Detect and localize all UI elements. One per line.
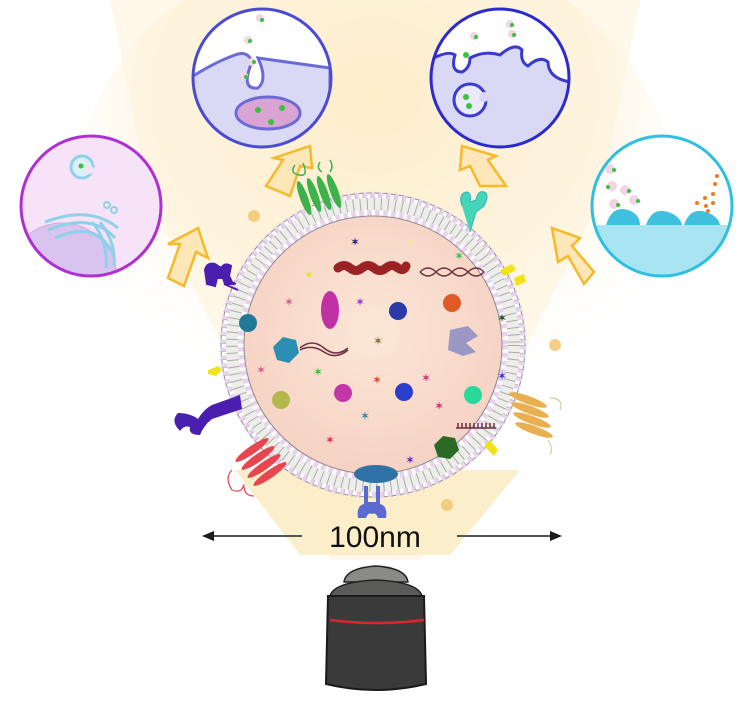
dna-helix bbox=[419, 267, 485, 277]
rna-strand bbox=[299, 342, 349, 357]
svg-text:✶: ✶ bbox=[325, 433, 335, 447]
arrow-up-right bbox=[458, 144, 509, 188]
svg-text:✶: ✶ bbox=[304, 268, 314, 282]
svg-text:✶: ✶ bbox=[360, 409, 370, 423]
rna-comb bbox=[456, 423, 496, 429]
green-7tm-receptor bbox=[292, 159, 342, 215]
yellow-protein-right-2 bbox=[514, 274, 526, 286]
arrow-upright-1 bbox=[550, 226, 596, 287]
svg-text:✶: ✶ bbox=[434, 399, 444, 413]
svg-text:✶: ✶ bbox=[350, 235, 360, 249]
protein-chain bbox=[333, 261, 411, 275]
svg-text:✶: ✶ bbox=[421, 371, 431, 385]
svg-text:✶: ✶ bbox=[313, 365, 323, 379]
svg-text:✶: ✶ bbox=[454, 249, 464, 263]
yellow-protein-lower-right bbox=[484, 440, 498, 456]
yellow-protein-right-1 bbox=[500, 264, 516, 276]
peripheral-protein-bottom bbox=[441, 499, 453, 511]
purple-y-receptor-left bbox=[174, 395, 242, 435]
orange-7tm-receptor bbox=[509, 392, 562, 455]
purple-receptor-top bbox=[203, 262, 239, 291]
inset-endocytosis bbox=[191, 7, 333, 149]
arrow-upleft-1 bbox=[166, 226, 211, 288]
svg-text:✶: ✶ bbox=[355, 295, 365, 309]
exosome-dots bbox=[605, 164, 640, 209]
uptake-arrows bbox=[166, 144, 596, 288]
scale-bar bbox=[202, 531, 562, 541]
red-7tm-receptor bbox=[227, 438, 287, 497]
svg-text:✶: ✶ bbox=[497, 311, 507, 325]
membrane-proteins bbox=[174, 159, 562, 518]
svg-text:✶: ✶ bbox=[372, 373, 382, 387]
svg-text:✶: ✶ bbox=[284, 295, 294, 309]
pacman-hexagon bbox=[448, 326, 478, 356]
peripheral-protein-right bbox=[549, 339, 561, 351]
yellow-protein-left bbox=[208, 366, 222, 376]
svg-text:✶: ✶ bbox=[405, 453, 415, 467]
exosome-dots bbox=[240, 14, 285, 125]
microscope-objective-icon bbox=[324, 565, 428, 691]
svg-text:✶: ✶ bbox=[405, 235, 415, 249]
svg-text:✶: ✶ bbox=[256, 363, 266, 377]
scale-bar-label: 100nm bbox=[329, 521, 421, 554]
exosome-dots bbox=[463, 20, 516, 109]
arrow-up-left bbox=[264, 144, 314, 198]
peripheral-protein-top bbox=[248, 210, 260, 222]
hexagon-blue bbox=[273, 337, 299, 363]
blue-channel-bottom bbox=[357, 486, 387, 518]
small-molecule-stars: ✶ ✶ ✶ ✶ ✶ ✶ ✶ ✶ ✶ ✶ ✶ ✶ ✶ ✶ ✶ ✶ ✶ bbox=[256, 235, 507, 467]
teal-y-receptor bbox=[460, 191, 488, 233]
hexagon-green bbox=[434, 436, 459, 459]
released-cargo-dots bbox=[695, 174, 719, 213]
svg-text:✶: ✶ bbox=[497, 369, 507, 383]
vesicle-cargo: ✶ ✶ ✶ ✶ ✶ ✶ ✶ ✶ ✶ ✶ ✶ ✶ ✶ ✶ ✶ ✶ ✶ bbox=[239, 235, 507, 483]
inset-macropinocytosis bbox=[429, 7, 571, 149]
svg-text:✶: ✶ bbox=[373, 334, 383, 348]
